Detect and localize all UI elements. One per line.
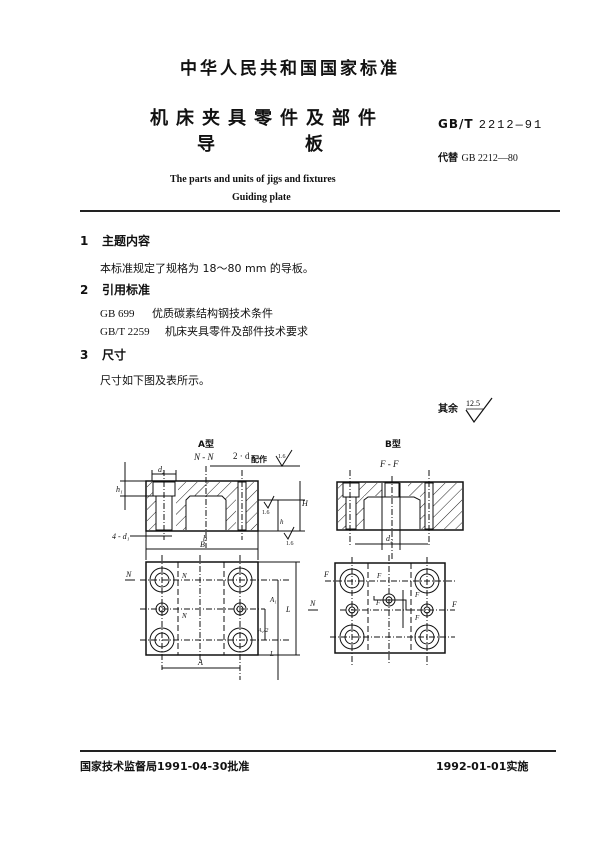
title-en: The parts and units of jigs and fixtures [170,174,336,185]
type-a-label: A型 [198,440,214,450]
effective-date: 1992-01-01实施 [436,760,529,773]
svg-text:F: F [323,570,329,579]
svg-text:F: F [376,572,382,580]
top-divider [80,210,560,212]
svg-text:4 - d₁: 4 - d₁ [112,532,130,541]
title-cn: 机床夹具零件及部件 [150,108,384,129]
svg-text:N: N [125,570,132,579]
roughness-note: 其余 [438,400,458,415]
svg-text:F: F [414,614,420,622]
roughness-symbol-icon: 12.5 [465,397,493,424]
title-cn-sub-1: 导 [197,134,215,155]
svg-text:L: L [269,650,274,658]
svg-text:F - F: F - F [379,459,399,469]
svg-text:1.6: 1.6 [262,510,270,516]
svg-text:h: h [280,518,284,526]
svg-text:F: F [375,599,381,607]
section-3-body: 尺寸如下图及表所示。 [100,374,210,387]
bottom-divider [80,750,556,752]
svg-text:1.6: 1.6 [286,541,294,547]
code-number: 2212—91 [478,118,544,132]
replaces-code: GB 2212—80 [461,153,518,164]
svg-text:12.5: 12.5 [466,399,480,408]
svg-text:b: b [203,534,207,543]
approval-note: 国家技术监督局1991-04-30批准 [80,760,250,773]
svg-text:L: L [285,605,291,614]
standard-code: GB/T 2212—91 [438,117,543,132]
svg-text:H: H [301,499,309,508]
svg-text:A₁/2: A₁/2 [257,628,268,634]
svg-text:1.6: 1.6 [278,454,286,460]
roughness-label: 其余 [438,404,458,415]
svg-text:d₂: d₂ [386,534,393,543]
svg-text:N: N [181,572,187,580]
svg-text:F: F [451,600,457,609]
replaces-note: 代替 GB 2212—80 [438,149,518,164]
standard-name: 中华人民共和国国家标准 [180,59,400,79]
svg-text:h₁: h₁ [116,485,123,494]
svg-text:d₂: d₂ [158,465,165,474]
svg-text:N: N [309,599,316,608]
title-cn-sub-2: 板 [305,134,323,155]
svg-text:N - N: N - N [193,452,215,462]
svg-text:A₁: A₁ [269,596,277,604]
svg-text:A: A [197,658,203,667]
section-1-body: 本标准规定了规格为 18～80 mm 的导板。 [100,262,314,275]
svg-text:B: B [200,540,205,549]
svg-text:配作: 配作 [251,454,267,464]
svg-text:F: F [414,591,420,599]
svg-text:N: N [181,612,187,620]
code-prefix: GB/T [438,117,474,131]
replaces-label: 代替 [438,153,458,164]
title-en-sub: Guiding plate [232,192,291,203]
svg-text:2 · d: 2 · d [233,451,250,461]
type-b-label: B型 [385,440,401,450]
